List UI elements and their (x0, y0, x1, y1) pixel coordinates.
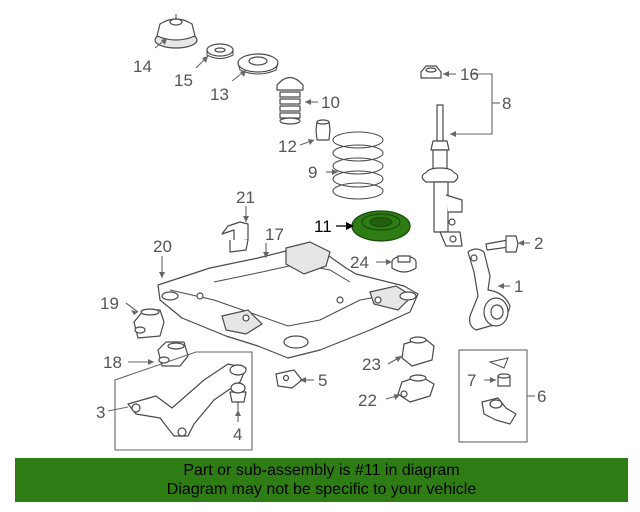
callout-18: 18 (103, 353, 122, 372)
part-3-control-arm (127, 363, 247, 437)
part-15-bearing (206, 43, 234, 59)
callout-16: 16 (460, 65, 479, 84)
part-2-bolt (485, 235, 519, 253)
callout-21: 21 (236, 188, 255, 207)
part-16-nut (420, 65, 442, 79)
part-22-mount (397, 374, 435, 403)
callout-1: 1 (514, 277, 523, 296)
part-14-strut-mount (154, 14, 198, 49)
group-box-3-4 (114, 351, 253, 451)
part-21-bracket (221, 221, 249, 253)
part-5-bracket (275, 369, 303, 389)
callout-6: 6 (537, 387, 546, 406)
callout-23: 23 (362, 355, 381, 374)
callout-17: 17 (265, 225, 284, 244)
callout-19: 19 (100, 294, 119, 313)
arrowheads (131, 38, 524, 416)
footer-banner: Part or sub-assembly is #11 in diagram D… (15, 458, 628, 502)
part-12-bump-stop (315, 119, 331, 141)
callout-9: 9 (308, 163, 317, 182)
callout-8: 8 (502, 94, 511, 113)
footer-line-1: Part or sub-assembly is #11 in diagram (183, 462, 460, 479)
callout-3: 3 (96, 403, 105, 422)
part-7-ball-joint (481, 357, 517, 425)
callout-13: 13 (210, 85, 229, 104)
part-13-upper-seat (237, 53, 279, 75)
callout-24: 24 (350, 253, 369, 272)
part-10-boot (276, 76, 304, 125)
callout-20: 20 (153, 237, 172, 256)
callout-10: 10 (321, 93, 340, 112)
part-11-spring-insulator (351, 210, 411, 242)
part-24-mount (391, 255, 417, 273)
callout-4: 4 (233, 425, 242, 444)
part-9-coil-spring (332, 131, 384, 200)
footer-line-2: Diagram may not be specific to your vehi… (166, 481, 477, 498)
callout-14: 14 (133, 57, 152, 76)
callout-12: 12 (278, 137, 297, 156)
callout-2: 2 (534, 234, 543, 253)
callout-7: 7 (467, 371, 476, 390)
callout-22: 22 (358, 391, 377, 410)
callout-11: 11 (314, 217, 332, 236)
part-23-mount (401, 336, 435, 367)
callout-5: 5 (318, 371, 327, 390)
part-1-knuckle (467, 248, 511, 331)
part-19-bushing (133, 308, 165, 339)
callout-15: 15 (174, 71, 193, 90)
part-18-bushing (157, 341, 189, 367)
part-8-strut (421, 104, 463, 247)
parts-diagram: 14 15 13 10 12 9 11 16 8 2 1 21 20 17 24… (96, 14, 546, 451)
part-17-crossmember (157, 241, 419, 359)
part-4-ball-joint (229, 382, 247, 410)
